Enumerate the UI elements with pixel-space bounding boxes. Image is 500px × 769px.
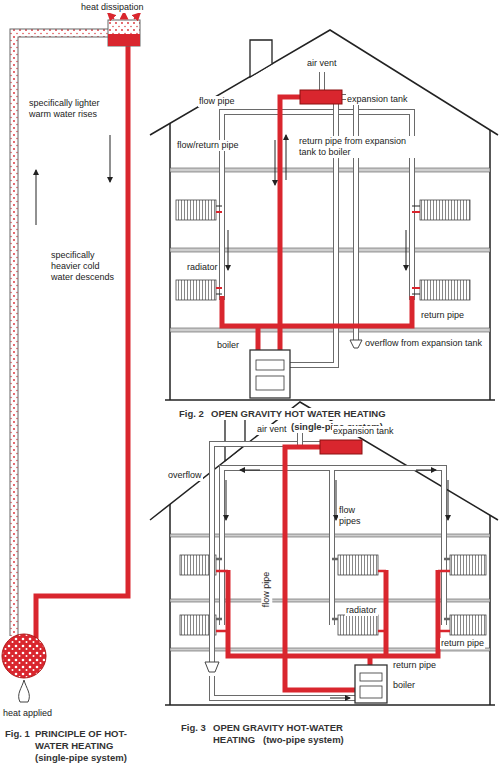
- annotation-label: air vent: [256, 424, 288, 435]
- annotation-label: heat applied: [2, 708, 53, 719]
- annotation-label: expansion tank: [346, 94, 409, 105]
- annotation-label: return pipe from expansion tank to boile…: [298, 136, 418, 158]
- annotation-label: specifically heavier cold water descends: [50, 250, 120, 283]
- annotation-label: flow pipe: [198, 96, 236, 107]
- caption-text: Fig. 1: [4, 728, 31, 740]
- annotation-label: return pipe: [392, 660, 437, 671]
- caption-text: (single-pipe system): [34, 752, 128, 764]
- caption-text: PRINCIPLE OF HOT-WATER HEATING: [34, 728, 148, 752]
- annotation-label: flow/return pipe: [176, 140, 240, 151]
- annotation-label: flow pipe: [261, 571, 272, 609]
- caption-text: Fig. 2: [178, 408, 205, 420]
- annotation-label: overflow: [167, 470, 203, 481]
- annotation-label: boiler: [216, 340, 240, 351]
- annotation-label: specifically lighter warm water rises: [28, 98, 110, 120]
- annotation-label: radiator: [345, 605, 378, 616]
- caption-text: (two-pipe system): [262, 734, 345, 746]
- annotation-label: return pipe: [420, 310, 465, 321]
- caption-text: Fig. 3: [180, 722, 207, 734]
- principle-loop: [2, 12, 140, 702]
- annotation-label: heat dissipation: [80, 2, 145, 13]
- annotation-label: boiler: [392, 680, 416, 691]
- annotation-label: air vent: [306, 58, 338, 69]
- annotation-label: expansion tank: [332, 426, 395, 437]
- annotation-label: flow pipes: [338, 505, 372, 527]
- annotation-label: return pipe: [440, 638, 485, 649]
- annotation-label: overflow from expansion tank: [364, 338, 483, 349]
- house-single-pipe: [150, 30, 498, 400]
- house-two-pipe: [150, 402, 498, 705]
- caption-text: OPEN GRAVITY HOT WATER HEATING: [210, 408, 387, 420]
- annotation-label: radiator: [186, 262, 219, 273]
